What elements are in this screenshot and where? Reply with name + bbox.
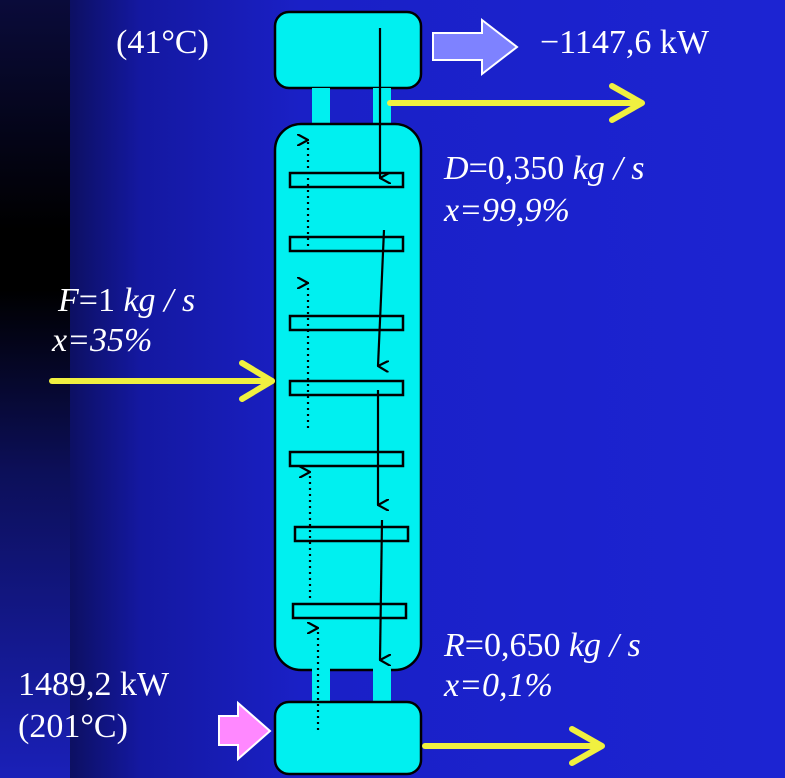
reboiler-neck-left	[312, 668, 330, 704]
feed-flow-unit: kg / s	[123, 282, 196, 319]
reboiler-duty: 1489,2 kW	[18, 666, 170, 703]
condenser-duty: −1147,6 kW	[540, 24, 710, 61]
distillate-composition-label: x=99,9%	[444, 192, 570, 230]
tray-6	[293, 525, 410, 543]
reboiler-vessel	[273, 700, 423, 776]
feed-stream-arrow	[49, 360, 275, 402]
feed-flow-label: F=1 kg / s	[58, 282, 195, 320]
tray-3	[288, 314, 405, 332]
reboiler-heat-input-arrow	[218, 700, 272, 762]
liquid-down-arrow-2	[378, 229, 384, 366]
distillate-flow-variable: D	[444, 150, 469, 187]
bottoms-composition-label: x=0,1%	[444, 667, 553, 705]
tray-2	[288, 235, 405, 253]
condenser-temperature: (41°C)	[116, 24, 209, 61]
distillate-flow-value: =0,350	[468, 150, 565, 187]
tray-1	[288, 171, 405, 189]
distillate-comp-value: =99,9%	[459, 192, 570, 229]
tray-4	[288, 379, 405, 397]
tray-5	[288, 450, 405, 468]
distillate-stream-arrow	[387, 83, 645, 123]
distillate-comp-variable: x	[444, 192, 460, 229]
feed-composition-label: x=35%	[52, 322, 152, 360]
feed-flow-variable: F	[58, 282, 79, 319]
bottoms-flow-variable: R	[444, 627, 465, 664]
feed-flow-value: =1	[78, 282, 115, 319]
distillate-flow-unit: kg / s	[572, 150, 645, 187]
bottoms-flow-value: =0,650	[464, 627, 561, 664]
tray-7	[291, 602, 408, 620]
reboiler-neck-right	[373, 668, 391, 704]
condenser-neck-right	[373, 88, 391, 126]
bottoms-comp-value: =0,1%	[459, 667, 553, 704]
condenser-heat-removal-arrow	[432, 17, 519, 77]
distillate-flow-label: D=0,350 kg / s	[444, 150, 645, 188]
liquid-down-arrow-4	[378, 519, 382, 660]
slide-edge-shading	[0, 0, 70, 778]
bottoms-flow-label: R=0,650 kg / s	[444, 627, 641, 665]
condenser-vessel	[273, 10, 423, 90]
feed-comp-value: =35%	[67, 322, 153, 359]
feed-comp-variable: x	[52, 322, 68, 359]
reboiler-temperature: (201°C)	[18, 708, 128, 745]
column-shell	[273, 122, 423, 672]
bottoms-stream-arrow	[422, 726, 605, 766]
bottoms-flow-unit: kg / s	[568, 627, 641, 664]
condenser-neck-left	[312, 88, 330, 126]
bottoms-comp-variable: x	[444, 667, 460, 704]
